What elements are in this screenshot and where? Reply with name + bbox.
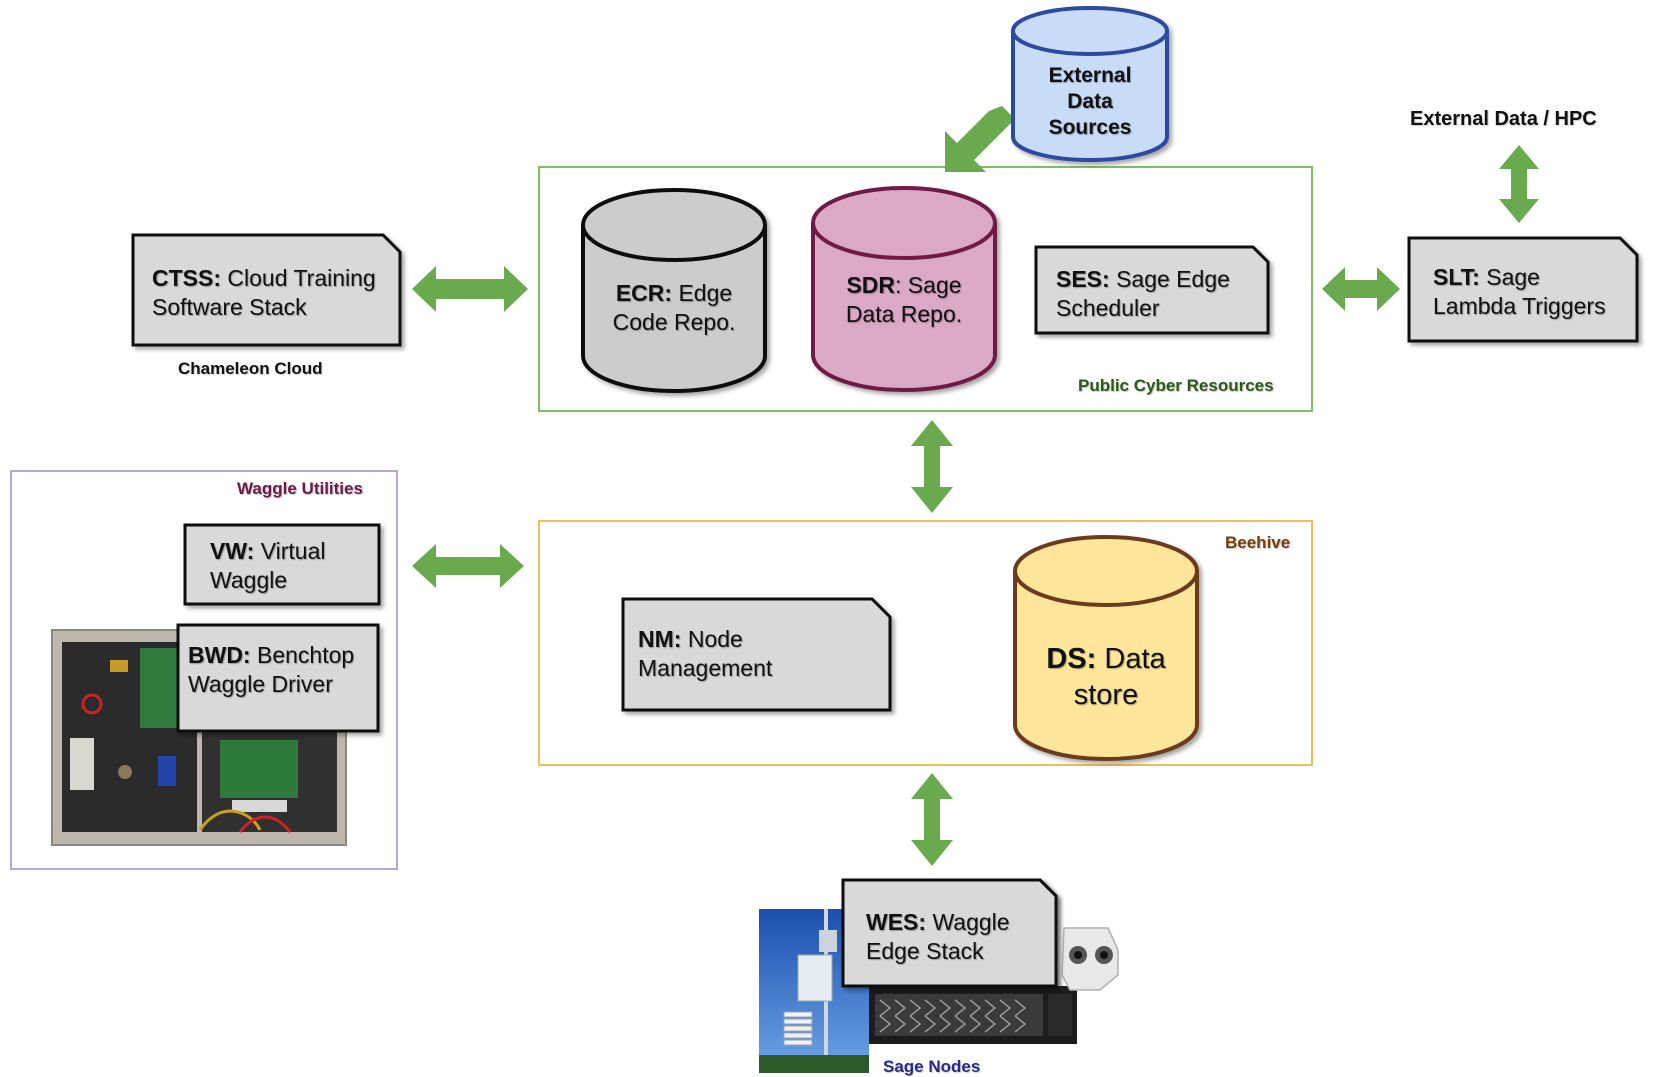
slt-abbr: SLT: [1433, 264, 1480, 290]
external-data-sources-label: External Data Sources [1020, 63, 1160, 141]
bwd-label: BWD: Benchtop Waggle Driver [188, 641, 354, 699]
sdr-cylinder [811, 186, 997, 392]
sdr-label: SDR: Sage Data Repo. [823, 271, 985, 329]
ecr-cylinder [581, 188, 767, 393]
ds-abbr: DS: [1046, 643, 1097, 675]
ses-line1: Sage Edge [1116, 266, 1230, 292]
public-cyber-resources-label: Public Cyber Resources [1078, 376, 1274, 395]
vw-box [183, 523, 381, 606]
sdr-abbr: SDR [846, 272, 896, 298]
slt-line2: Lambda Triggers [1433, 293, 1606, 319]
bwd-line2: Waggle Driver [188, 671, 333, 697]
arrow-waggle-utilities-beehive [412, 544, 524, 588]
external-data-sources-cylinder [1011, 6, 1169, 162]
nm-label: NM: Node Management [638, 625, 772, 683]
ds-cylinder [1013, 535, 1199, 761]
sage-node-tower-photo [759, 909, 869, 1073]
chameleon-cloud-caption: Chameleon Cloud [178, 359, 323, 378]
nm-line2: Management [638, 655, 773, 681]
external-hpc-caption: External Data / HPC [1410, 108, 1597, 130]
ses-box [1034, 245, 1270, 335]
beehive-label: Beehive [1225, 533, 1291, 552]
external-line1: External [1048, 64, 1132, 87]
wes-line2: Edge Stack [866, 938, 984, 964]
ecr-label: ECR: Edge Code Repo. [593, 279, 755, 337]
ctss-abbr: CTSS: [152, 265, 221, 291]
waggle-utilities-region [10, 470, 398, 870]
ds-line2: store [1073, 679, 1139, 711]
arrow-beehive-sage-nodes [911, 773, 953, 866]
waggle-utilities-label: Waggle Utilities [237, 479, 363, 498]
external-line3: Sources [1048, 116, 1132, 139]
ses-line2: Scheduler [1056, 295, 1160, 321]
ctss-box [131, 233, 402, 347]
ses-abbr: SES: [1056, 266, 1110, 292]
sdr-line1: : Sage [895, 272, 962, 298]
ecr-abbr: ECR: [615, 280, 673, 306]
vw-label: VW: Virtual Waggle [210, 537, 325, 595]
wes-line1: Waggle [932, 909, 1010, 935]
arrow-external-sources-public-cyber [945, 106, 1015, 172]
camera-photo [1061, 927, 1119, 991]
server-photo [869, 986, 1077, 1044]
vw-abbr: VW: [210, 538, 255, 564]
beehive-region [538, 520, 1313, 766]
public-cyber-resources-region [538, 166, 1313, 412]
nm-abbr: NM: [638, 626, 682, 652]
wes-label: WES: Waggle Edge Stack [866, 908, 1010, 966]
arrow-ctss-public-cyber [412, 266, 528, 312]
ds-label: DS: Data store [1025, 641, 1187, 713]
arrow-public-cyber-slt [1322, 267, 1400, 311]
vw-line1: Virtual [260, 538, 326, 564]
slt-line1: Sage [1486, 264, 1540, 290]
bwd-box [176, 623, 380, 733]
ds-line1: Data [1104, 643, 1166, 675]
slt-label: SLT: Sage Lambda Triggers [1433, 263, 1606, 321]
slt-box [1407, 236, 1639, 343]
sage-nodes-caption: Sage Nodes [883, 1057, 981, 1076]
wes-box-front [841, 878, 1058, 988]
ecr-line2: Code Repo. [612, 309, 736, 335]
ecr-line1: Edge [678, 280, 733, 306]
ses-label: SES: Sage Edge Scheduler [1056, 265, 1230, 323]
arrow-external-hpc-slt [1499, 145, 1539, 223]
sdr-line2: Data Repo. [845, 301, 963, 327]
ctss-line1: Cloud Training [227, 265, 376, 291]
bwd-abbr: BWD: [188, 642, 251, 668]
external-line2: Data [1067, 90, 1113, 113]
arrow-public-cyber-beehive [911, 420, 953, 513]
ctss-line2: Software Stack [152, 294, 307, 320]
nm-line1: Node [687, 626, 743, 652]
ctss-label: CTSS: Cloud Training Software Stack [152, 264, 376, 322]
arrows [412, 106, 1539, 866]
bwd-board-photo [51, 629, 347, 846]
wes-abbr: WES: [866, 909, 927, 935]
bwd-line1: Benchtop [256, 642, 355, 668]
nm-box [621, 597, 892, 712]
vw-line2: Waggle [210, 567, 288, 593]
